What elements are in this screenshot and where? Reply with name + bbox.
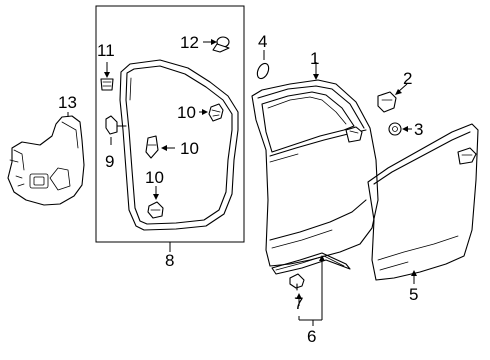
callout-7: 7 xyxy=(294,294,303,313)
callout-12: 12 xyxy=(180,33,199,52)
part-2-hinge xyxy=(377,91,397,113)
arrow-10b xyxy=(161,145,167,151)
callout-11: 11 xyxy=(97,41,115,60)
callout-6: 6 xyxy=(307,327,316,346)
arrow-6 xyxy=(319,255,325,261)
callout-3: 3 xyxy=(414,120,423,139)
arrow-11 xyxy=(104,72,110,78)
callout-2: 2 xyxy=(403,69,412,88)
part-13-panel xyxy=(7,115,85,206)
part-7-clip xyxy=(289,273,305,291)
part-5-door-skin xyxy=(367,123,479,281)
part-10c-clip xyxy=(147,201,164,219)
part-1-door-shell xyxy=(251,79,379,267)
callout-10c: 10 xyxy=(145,168,164,187)
arrow-5 xyxy=(411,270,417,276)
arrow-3 xyxy=(402,126,408,132)
part-10a-clip xyxy=(208,103,224,122)
callout-8: 8 xyxy=(165,251,174,270)
callout-1: 1 xyxy=(310,49,319,68)
callout-10b: 10 xyxy=(180,139,199,158)
part-12-clip xyxy=(212,36,230,53)
part-6-molding xyxy=(271,252,351,275)
arrow-12 xyxy=(211,39,217,45)
part-4-pad xyxy=(256,62,270,80)
callout-9: 9 xyxy=(105,152,114,171)
callout-4: 4 xyxy=(258,32,267,51)
part-9-fastener xyxy=(105,115,127,135)
callout-10a: 10 xyxy=(177,103,196,122)
part-10b-clip xyxy=(145,135,159,159)
part-11-grommet xyxy=(100,78,114,91)
arrow-2 xyxy=(395,89,402,95)
part-8-weatherstrip xyxy=(119,59,239,231)
part-3-cap xyxy=(388,122,402,136)
callout-13: 13 xyxy=(58,93,77,112)
arrow-1 xyxy=(313,74,319,80)
arrow-10a xyxy=(202,109,208,115)
arrow-7 xyxy=(296,293,302,299)
arrow-10c xyxy=(153,194,159,200)
callout-5: 5 xyxy=(409,285,418,304)
